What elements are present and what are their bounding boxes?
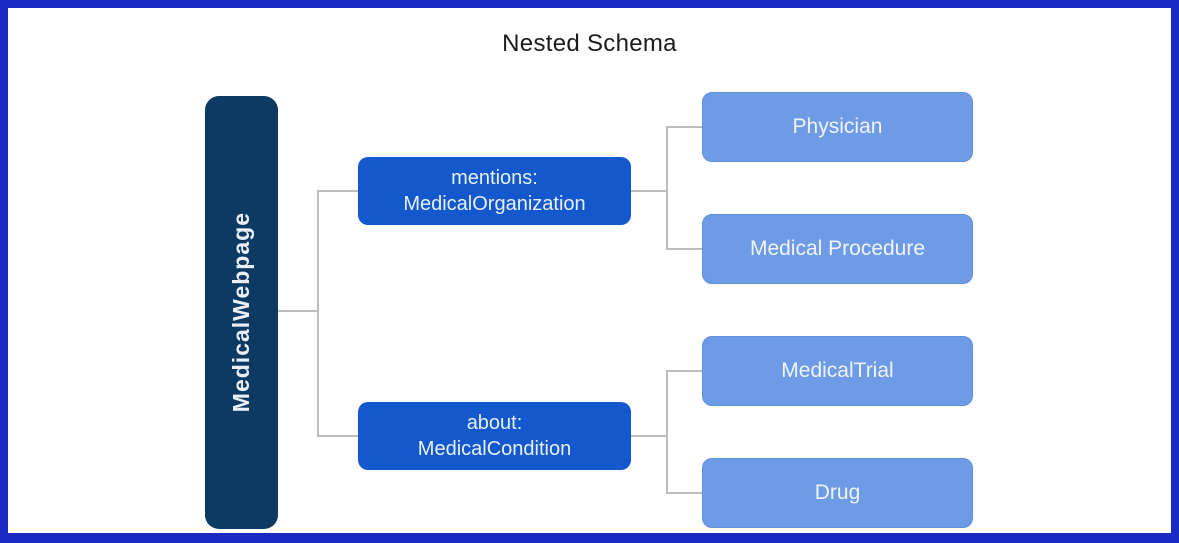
node-mentions-label: mentions: MedicalOrganization (403, 165, 585, 217)
page-title: Nested Schema (502, 30, 677, 57)
node-physician: Physician (702, 92, 973, 162)
connector-about-to-medicaltrial (666, 370, 702, 372)
node-about-medicalcondition: about: MedicalCondition (358, 402, 631, 470)
connector-about-to-drug (666, 492, 702, 494)
node-medical-procedure-label: Medical Procedure (749, 237, 926, 260)
node-physician-label: Physician (792, 115, 883, 138)
connector-about-stub (631, 435, 667, 437)
connector-root-vertical (317, 190, 319, 437)
node-medicalwebpage: MedicalWebpage (205, 96, 278, 529)
node-medicalwebpage-label: MedicalWebpage (228, 212, 254, 413)
node-mentions-label-line1: mentions: (451, 167, 538, 189)
connector-root-stub (278, 310, 318, 312)
node-about-label: about: MedicalCondition (418, 410, 571, 462)
node-medicaltrial-label: MedicalTrial (781, 359, 894, 382)
node-mentions-label-line2: MedicalOrganization (403, 193, 586, 215)
node-about-label-line1: about: (466, 412, 523, 434)
node-medical-procedure: Medical Procedure (702, 214, 973, 284)
connector-mentions-to-physician (666, 126, 702, 128)
node-mentions-medicalorganization: mentions: MedicalOrganization (358, 157, 631, 225)
connector-root-to-mentions (317, 190, 358, 192)
connector-mentions-stub (631, 190, 667, 192)
node-about-label-line2: MedicalCondition (417, 438, 572, 460)
node-drug-label: Drug (814, 481, 861, 504)
node-medicaltrial: MedicalTrial (702, 336, 973, 406)
connector-mentions-vertical (666, 126, 668, 250)
connector-about-vertical (666, 370, 668, 494)
node-drug: Drug (702, 458, 973, 528)
connector-mentions-to-medical-procedure (666, 248, 702, 250)
connector-root-to-about (317, 435, 358, 437)
